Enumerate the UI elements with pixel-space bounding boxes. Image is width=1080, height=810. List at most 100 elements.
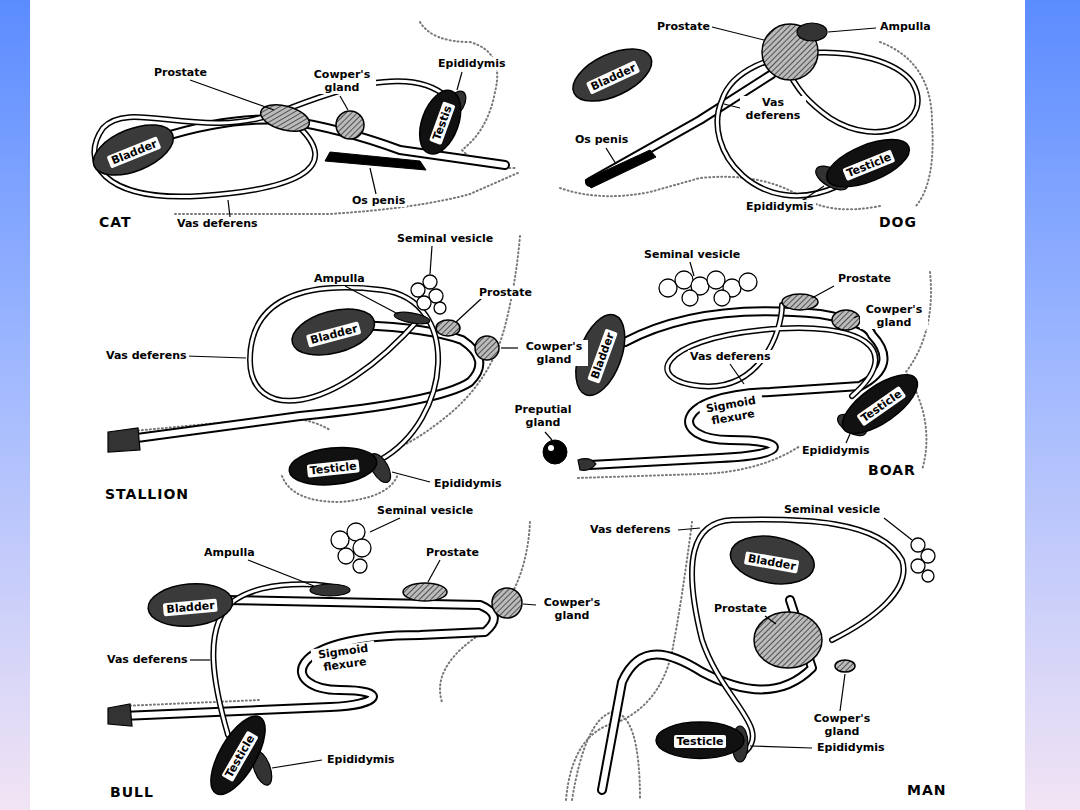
organ-body xyxy=(287,443,378,488)
part-label: Cowper's gland xyxy=(860,303,928,329)
bladder-organ: Bladder xyxy=(145,579,235,630)
organ-body xyxy=(565,38,659,112)
drawing-part xyxy=(250,288,438,460)
part-label: Epididymis xyxy=(436,57,508,70)
drawing-part xyxy=(347,523,365,541)
part-label: Prostate xyxy=(152,66,209,79)
part-label: Seminal vesicle xyxy=(782,503,882,516)
drawing-part xyxy=(765,616,776,624)
panel-title: BULL xyxy=(108,784,156,800)
drawing-part xyxy=(782,294,818,310)
drawing-part xyxy=(797,23,827,41)
organ-body xyxy=(656,722,744,758)
dog-figure xyxy=(560,23,933,209)
drawing-part xyxy=(403,583,447,601)
drawing-part xyxy=(457,72,462,90)
organ-body xyxy=(834,364,927,444)
testicle-organ: Testicle xyxy=(655,721,745,759)
drawing-part xyxy=(336,111,364,139)
drawing-part xyxy=(186,356,246,358)
part-label: Seminal vesicle xyxy=(642,248,742,261)
drawing-part xyxy=(717,52,917,195)
drawing-part xyxy=(392,472,430,482)
drawing-part xyxy=(667,305,875,396)
organ-body xyxy=(726,530,817,590)
drawing-part xyxy=(846,434,850,443)
drawing-part xyxy=(682,290,698,306)
drawing-part xyxy=(248,560,314,586)
drawing-part xyxy=(94,81,448,196)
part-label: Cowper's gland xyxy=(538,596,606,622)
part-label: Prostate xyxy=(712,602,769,615)
man-figure xyxy=(566,518,935,800)
drawing-part xyxy=(730,364,744,384)
drawing-part xyxy=(754,612,822,668)
drawing-part xyxy=(707,271,725,289)
drawing-part xyxy=(812,286,834,298)
organ-body xyxy=(86,115,180,186)
drawing-part xyxy=(353,559,367,573)
drawing-part xyxy=(678,528,700,530)
organ-text: Testicle xyxy=(674,730,727,749)
part-label: Preputial gland xyxy=(508,403,578,429)
drawing-part xyxy=(108,704,132,726)
part-label: Cowper's gland xyxy=(520,340,588,366)
drawing-part xyxy=(338,548,354,564)
drawing-part xyxy=(228,200,230,217)
drawing-part xyxy=(884,518,912,540)
drawing-part xyxy=(543,440,567,464)
drawing-part xyxy=(331,531,349,549)
drawing-part xyxy=(122,700,260,706)
drawing-part xyxy=(906,272,931,470)
drawing-part xyxy=(690,262,694,276)
part-label: Prostate xyxy=(655,20,712,33)
stallion-figure xyxy=(108,236,520,502)
part-label: Epididymis xyxy=(744,200,816,213)
drawing-part xyxy=(840,674,845,711)
drawing-part xyxy=(411,283,425,297)
part-label: Vas deferens xyxy=(175,217,260,230)
drawing-part xyxy=(370,518,400,532)
panel-title: CAT xyxy=(97,214,134,230)
drawing-part xyxy=(724,104,740,108)
drawing-part xyxy=(667,305,875,396)
drawing-part xyxy=(428,560,440,582)
organ-body xyxy=(146,580,234,629)
drawing-part xyxy=(108,428,140,452)
drawing-part xyxy=(739,273,757,291)
drawing-part xyxy=(675,271,693,289)
drawing-part xyxy=(430,246,432,274)
drawing-part xyxy=(310,584,350,596)
part-label: Os penis xyxy=(350,194,407,207)
drawing-part xyxy=(911,559,925,573)
drawing-part xyxy=(258,100,313,136)
part-label: Epididymis xyxy=(325,753,397,766)
part-label: Vas deferens xyxy=(105,653,190,666)
drawing-part xyxy=(606,148,616,164)
drawing-part xyxy=(272,760,322,768)
drawing-part xyxy=(353,539,371,557)
boar-figure xyxy=(543,262,931,478)
drawing-part xyxy=(370,168,376,194)
drawing-part xyxy=(717,52,917,195)
drawing-part xyxy=(692,519,904,752)
organ-body xyxy=(200,708,276,802)
drawing-part xyxy=(94,81,448,196)
drawing-part xyxy=(714,290,730,306)
drawing-part xyxy=(393,310,430,326)
drawing-part xyxy=(548,445,554,451)
drawing-part xyxy=(545,432,552,440)
cat-figure xyxy=(94,22,520,217)
part-label: Ampulla xyxy=(202,546,257,559)
part-label: Vas deferens xyxy=(688,350,773,363)
drawing-part xyxy=(456,298,482,322)
part-label: Os penis xyxy=(573,133,630,146)
drawing-part xyxy=(692,519,904,752)
part-label: Cowper's gland xyxy=(308,68,376,94)
organ-body xyxy=(412,85,469,160)
part-label: Seminal vesicle xyxy=(375,504,475,517)
part-label: Seminal vesicle xyxy=(395,232,495,245)
drawing-part xyxy=(475,336,499,360)
drawing-part xyxy=(712,27,764,40)
part-label: Vas deferens xyxy=(588,523,673,536)
